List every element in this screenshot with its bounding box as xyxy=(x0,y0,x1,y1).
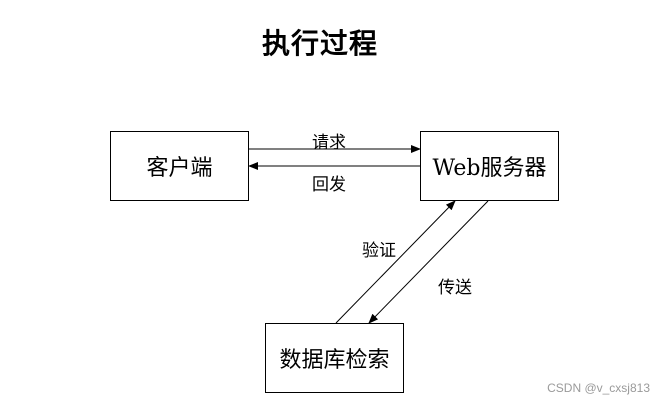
client-label: 客户端 xyxy=(146,156,213,181)
database-node: 数据库检索 xyxy=(265,323,404,393)
transfer-label: 传送 xyxy=(438,278,472,298)
database-label: 数据库检索 xyxy=(279,348,390,373)
verify-label: 验证 xyxy=(362,241,396,261)
diagram-title: 执行过程 xyxy=(261,27,378,60)
verify-arrow xyxy=(335,200,456,324)
response-label: 回发 xyxy=(312,175,346,195)
transfer-arrow xyxy=(368,200,489,324)
request-label: 请求 xyxy=(312,133,346,153)
web-server-label: Web服务器 xyxy=(432,156,547,181)
web-server-node: Web服务器 xyxy=(420,131,559,201)
client-node: 客户端 xyxy=(110,131,249,201)
watermark: CSDN @v_cxsj813 xyxy=(547,381,650,395)
